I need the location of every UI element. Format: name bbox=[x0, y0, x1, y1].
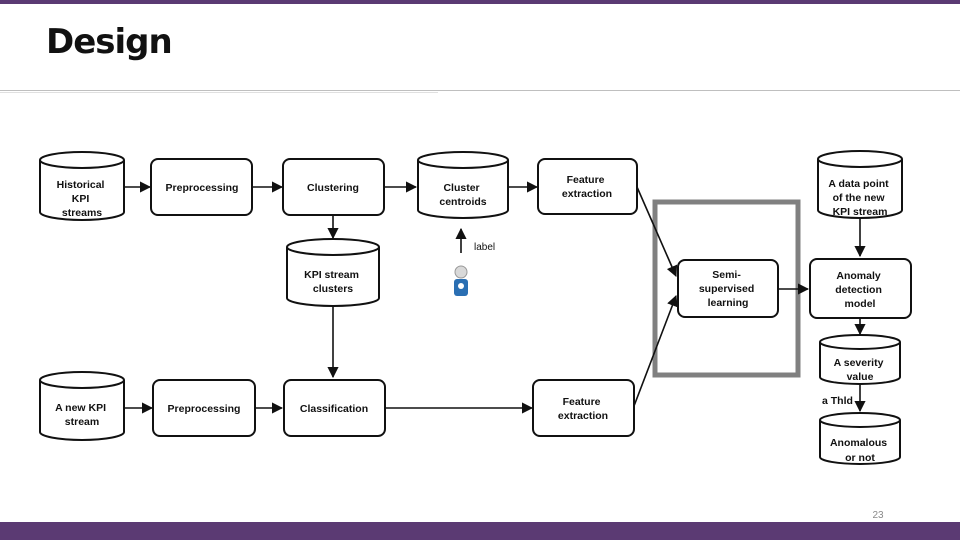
severity-line-2: value bbox=[847, 371, 874, 383]
page-number: 23 bbox=[872, 510, 884, 521]
feature-bottom-line-1: Feature bbox=[563, 396, 601, 408]
top-accent-bar bbox=[0, 0, 960, 4]
svg-text:A new KPI stream: A new KPI stream bbox=[55, 402, 109, 428]
semi-line-1: Semi- bbox=[712, 269, 741, 281]
clustering-node: Clustering bbox=[282, 158, 385, 216]
semi-line-2: supervised bbox=[699, 283, 754, 295]
svg-text:Feature extraction: Feature extraction bbox=[562, 174, 612, 200]
historical-kpi-streams-node: Historical KPI streams bbox=[39, 151, 125, 221]
anomalous-or-not-node: Anomalous or not bbox=[819, 412, 901, 465]
clusters-line-2: clusters bbox=[313, 283, 353, 295]
data-point-line-2: of the new bbox=[833, 192, 886, 204]
historical-line-1: Historical bbox=[57, 179, 105, 191]
preprocessing-bottom-label: Preprocessing bbox=[168, 403, 241, 415]
new-stream-line-2: stream bbox=[65, 416, 99, 428]
svg-text:KPI stream clusters: KPI stream clusters bbox=[304, 269, 362, 295]
preprocessing-top-node: Preprocessing bbox=[150, 158, 253, 216]
svg-text:Anomaly detection: Anomaly detection model bbox=[835, 270, 885, 310]
svg-text:Cluster centroids: Cluster centroids bbox=[439, 182, 486, 208]
semi-line-3: learning bbox=[708, 297, 749, 309]
label-annotation: label bbox=[474, 242, 495, 253]
severity-line-1: A severity bbox=[834, 357, 884, 369]
new-kpi-stream-node: A new KPI stream bbox=[39, 371, 125, 441]
bottom-accent-bar bbox=[0, 522, 960, 540]
svg-text:Feature extraction: Feature extraction bbox=[558, 396, 608, 422]
svg-text:Semi- supervised l: Semi- supervised learning bbox=[699, 269, 757, 309]
anomalous-line-2: or not bbox=[845, 452, 875, 464]
model-line-2: detection bbox=[835, 284, 882, 296]
new-data-point-node: A data point of the new KPI stream bbox=[817, 150, 903, 219]
classification-node: Classification bbox=[283, 379, 386, 437]
data-point-line-1: A data point bbox=[828, 178, 889, 190]
connectors bbox=[124, 181, 866, 414]
svg-text:Preprocessing: Preprocessing bbox=[166, 182, 239, 194]
feature-bottom-line-2: extraction bbox=[558, 410, 608, 422]
svg-text:Anomalous or not: Anomalous or not bbox=[830, 437, 890, 464]
svg-text:Clustering: Clustering bbox=[307, 182, 359, 194]
historical-line-2: KPI bbox=[72, 193, 90, 205]
historical-line-3: streams bbox=[62, 207, 102, 219]
anomalous-line-1: Anomalous bbox=[830, 437, 887, 449]
new-stream-line-1: A new KPI bbox=[55, 402, 106, 414]
title-divider bbox=[0, 90, 960, 91]
threshold-annotation: a Thld bbox=[822, 395, 853, 407]
svg-text:Historical KPI str: Historical KPI streams bbox=[57, 179, 108, 219]
preprocessing-top-label: Preprocessing bbox=[166, 182, 239, 194]
svg-text:A severity value: A severity value bbox=[834, 357, 887, 383]
semi-supervised-learning-node: Semi- supervised learning bbox=[677, 259, 779, 318]
clustering-label: Clustering bbox=[307, 182, 359, 194]
feature-extraction-top-node: Feature extraction bbox=[537, 158, 638, 215]
preprocessing-bottom-node: Preprocessing bbox=[152, 379, 256, 437]
model-line-1: Anomaly bbox=[836, 270, 881, 282]
feature-top-line-1: Feature bbox=[567, 174, 605, 186]
classification-label: Classification bbox=[300, 403, 368, 415]
svg-text:Classification: Classification bbox=[300, 403, 368, 415]
centroids-line-1: Cluster bbox=[443, 182, 479, 194]
svg-text:Preprocessing: Preprocessing bbox=[168, 403, 241, 415]
cluster-centroids-node: Cluster centroids bbox=[417, 151, 509, 219]
feature-extraction-bottom-node: Feature extraction bbox=[532, 379, 635, 437]
clusters-line-1: KPI stream bbox=[304, 269, 359, 281]
centroids-line-2: centroids bbox=[439, 196, 486, 208]
kpi-stream-clusters-node: KPI stream clusters bbox=[286, 238, 380, 307]
severity-value-node: A severity value bbox=[819, 334, 901, 385]
feature-top-line-2: extraction bbox=[562, 188, 612, 200]
user-icon bbox=[454, 265, 468, 296]
anomaly-detection-model-node: Anomaly detection model bbox=[809, 258, 912, 319]
slide-title: Design bbox=[46, 22, 173, 62]
title-divider-shadow bbox=[0, 92, 438, 93]
model-line-3: model bbox=[845, 298, 876, 310]
svg-text:A data point of the new: A data point of the new KPI stream bbox=[828, 178, 891, 218]
data-point-line-3: KPI stream bbox=[833, 206, 888, 218]
